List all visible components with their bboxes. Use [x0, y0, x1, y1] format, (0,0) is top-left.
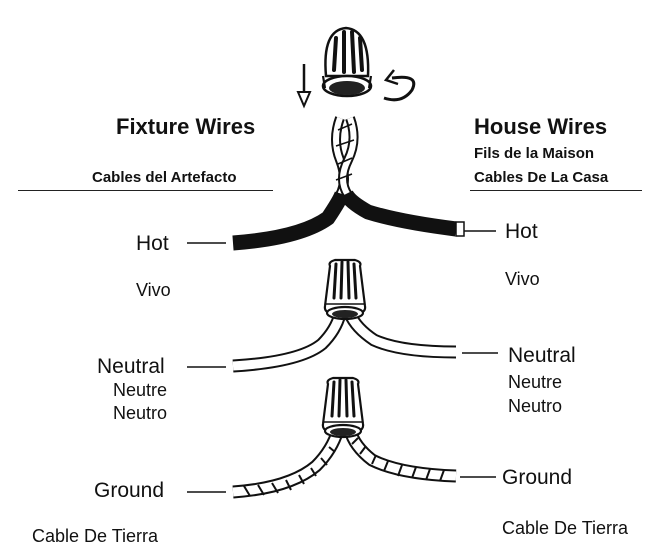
right-vivo-label: Vivo [505, 269, 540, 289]
right-neutral-label: Neutral [508, 344, 576, 367]
fixture-wires-title: Fixture Wires [116, 114, 256, 139]
right-neutre-label: Neutre [508, 372, 563, 392]
top-wire-nut-icon [321, 26, 373, 98]
right-hot-label: Hot [505, 220, 538, 243]
neutral-wire-nut-icon [323, 258, 367, 321]
down-arrow-icon [296, 64, 312, 109]
ground-wire-nut-icon [321, 376, 365, 439]
right-neutro-label: Neutro [508, 396, 563, 416]
right-cable-de-tierra-label: Cable De Tierra [502, 518, 629, 538]
house-wires-subtitle-es: Cables De La Casa [474, 169, 609, 186]
twisted-wire-pair [331, 116, 359, 198]
rotate-arrow-icon [383, 69, 416, 102]
left-cable-de-tierra-label: Cable De Tierra [32, 526, 159, 546]
left-divider [18, 190, 273, 191]
neutral-wires [232, 311, 457, 373]
right-ground-label: Ground [502, 466, 573, 489]
ground-wires [232, 427, 457, 499]
leader-lines [187, 230, 498, 493]
fixture-wires-subtitle: Cables del Artefacto [92, 169, 237, 186]
left-neutral-label: Neutral [97, 355, 165, 378]
house-wires-title: House Wires [474, 114, 608, 139]
left-neutro-label: Neutro [113, 403, 168, 423]
left-vivo-label: Vivo [136, 280, 171, 300]
right-divider [470, 190, 642, 191]
left-hot-label: Hot [136, 232, 169, 255]
hot-wires [232, 190, 465, 251]
house-wires-subtitle-fr: Fils de la Maison [474, 145, 595, 162]
left-neutre-label: Neutre [113, 380, 168, 400]
left-ground-label: Ground [94, 479, 165, 502]
